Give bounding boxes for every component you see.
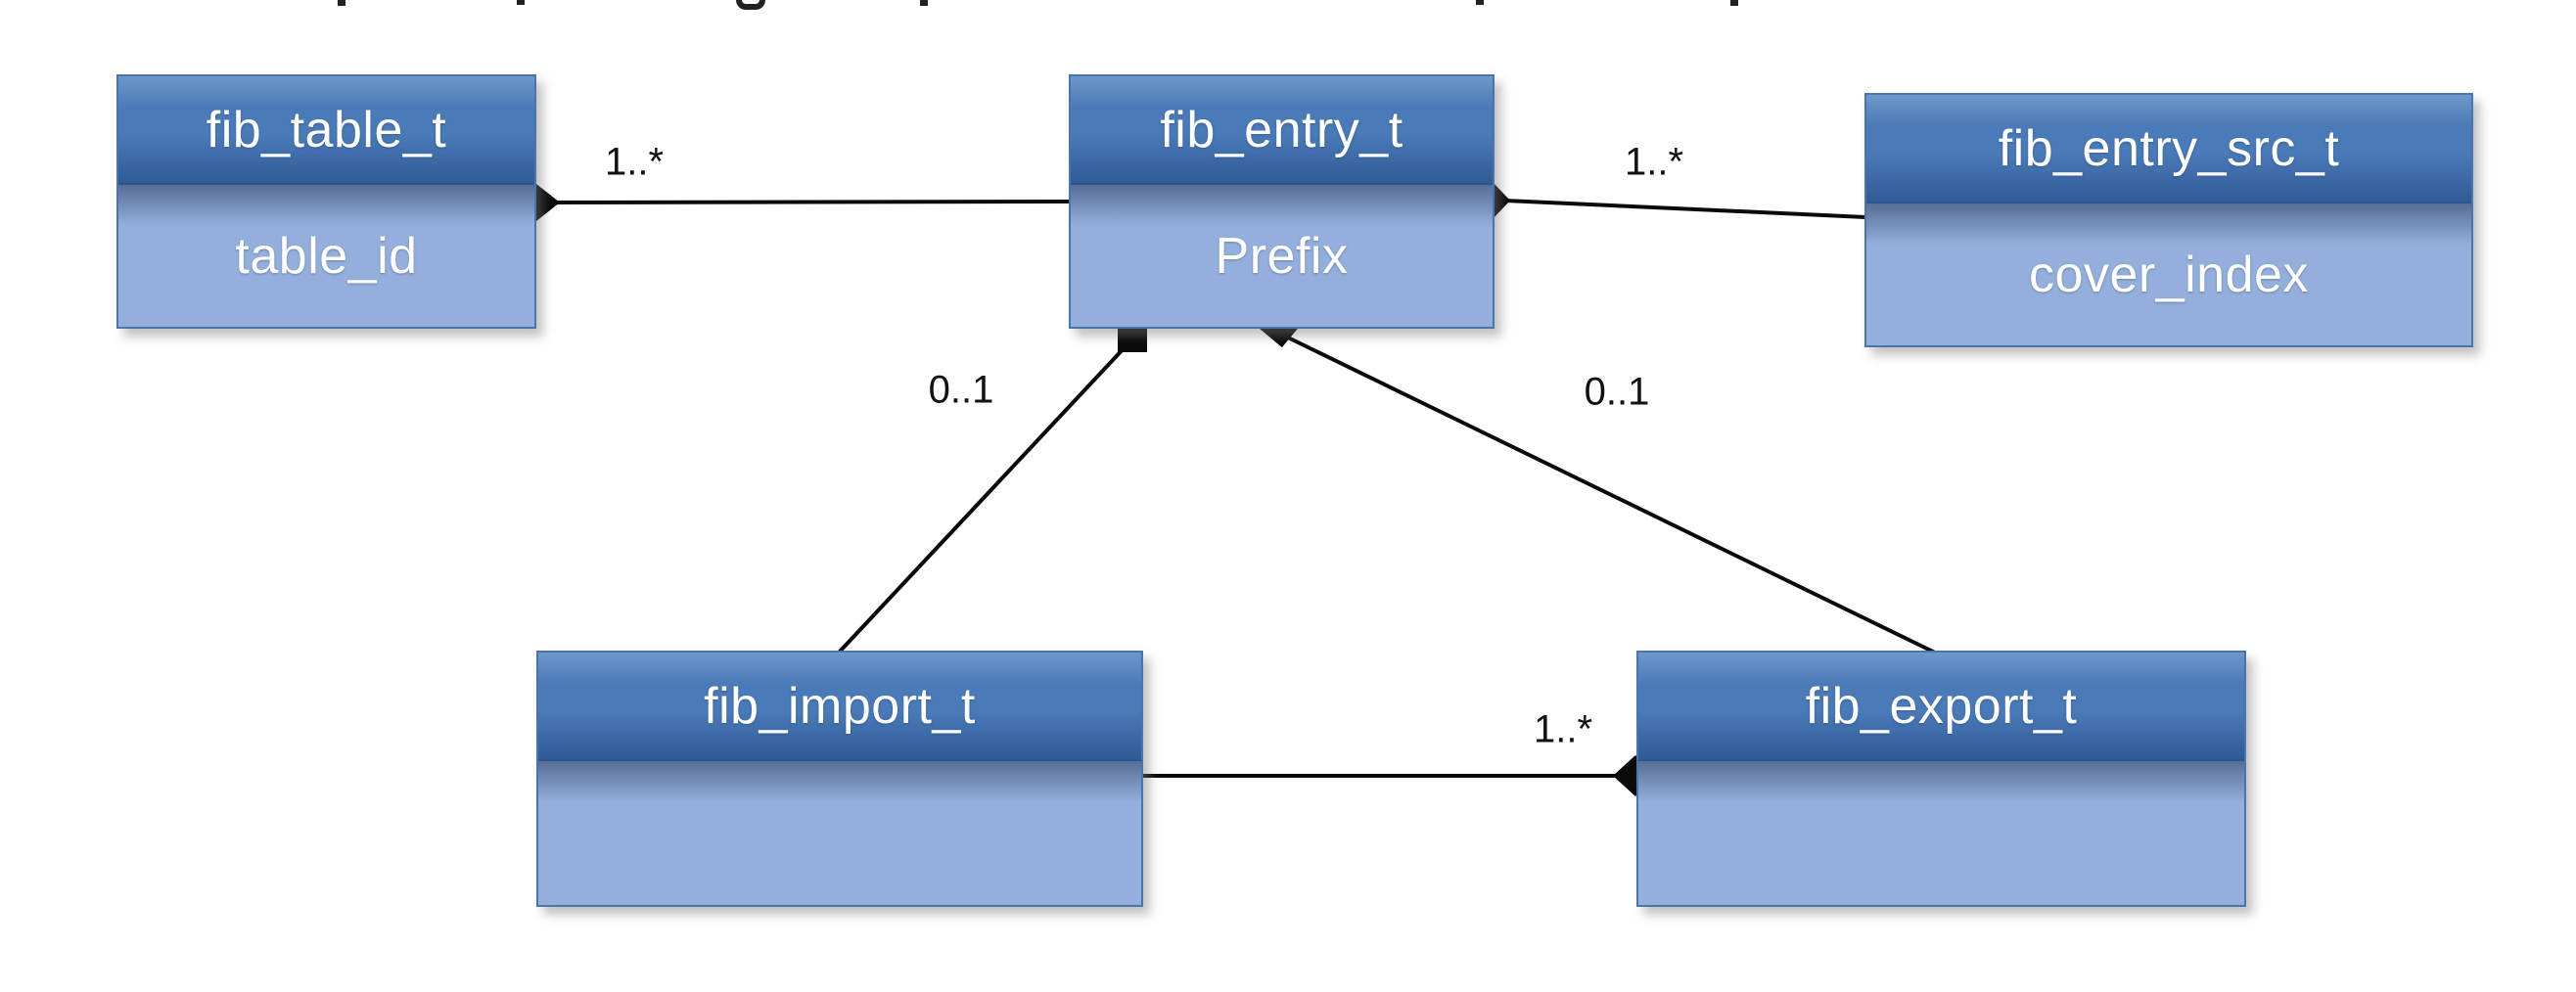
cropped-text-descender — [1476, 0, 1484, 5]
multiplicity-label-entry-import: 0..1 — [928, 368, 994, 412]
relation-line-entry-src — [1504, 199, 1867, 219]
class-box-fib-table-t: fib_table_t table_id — [116, 74, 536, 329]
multiplicity-label-import-export: 1..* — [1533, 707, 1593, 751]
class-body — [1638, 761, 2244, 905]
class-body — [538, 761, 1141, 905]
cropped-text-descender — [736, 0, 765, 10]
class-attribute: cover_index — [2029, 246, 2309, 303]
class-header: fib_import_t — [538, 653, 1141, 761]
class-header: fib_entry_src_t — [1866, 95, 2471, 203]
cropped-text-descender — [1730, 0, 1738, 6]
class-attribute: Prefix — [1215, 227, 1349, 285]
class-title: fib_export_t — [1805, 677, 2078, 735]
relation-line-table-entry — [535, 200, 1072, 204]
class-box-fib-export-t: fib_export_t — [1636, 651, 2246, 907]
class-header: fib_table_t — [118, 76, 534, 185]
class-body: Prefix — [1071, 185, 1493, 327]
multiplicity-label-table-entry: 1..* — [604, 140, 665, 184]
class-header: fib_export_t — [1638, 653, 2244, 761]
multiplicity-label-entry-export: 0..1 — [1584, 370, 1650, 414]
class-attribute: table_id — [235, 227, 418, 285]
composition-diamond-entry-right — [1493, 182, 1510, 219]
class-header: fib_entry_t — [1071, 76, 1493, 185]
class-box-fib-import-t: fib_import_t — [536, 651, 1143, 907]
class-body: table_id — [118, 185, 534, 327]
class-box-fib-entry-src-t: fib_entry_src_t cover_index — [1864, 93, 2473, 347]
cropped-text-descender — [338, 0, 345, 6]
class-body: cover_index — [1866, 203, 2471, 345]
class-title: fib_entry_t — [1160, 101, 1403, 158]
class-box-fib-entry-t: fib_entry_t Prefix — [1069, 74, 1495, 329]
class-title: fib_import_t — [704, 677, 976, 735]
cropped-text-descender — [517, 0, 525, 5]
class-title: fib_entry_src_t — [1998, 119, 2340, 177]
cropped-text-descender — [920, 0, 928, 6]
multiplicity-label-entry-src: 1..* — [1624, 140, 1684, 184]
class-title: fib_table_t — [206, 101, 447, 158]
